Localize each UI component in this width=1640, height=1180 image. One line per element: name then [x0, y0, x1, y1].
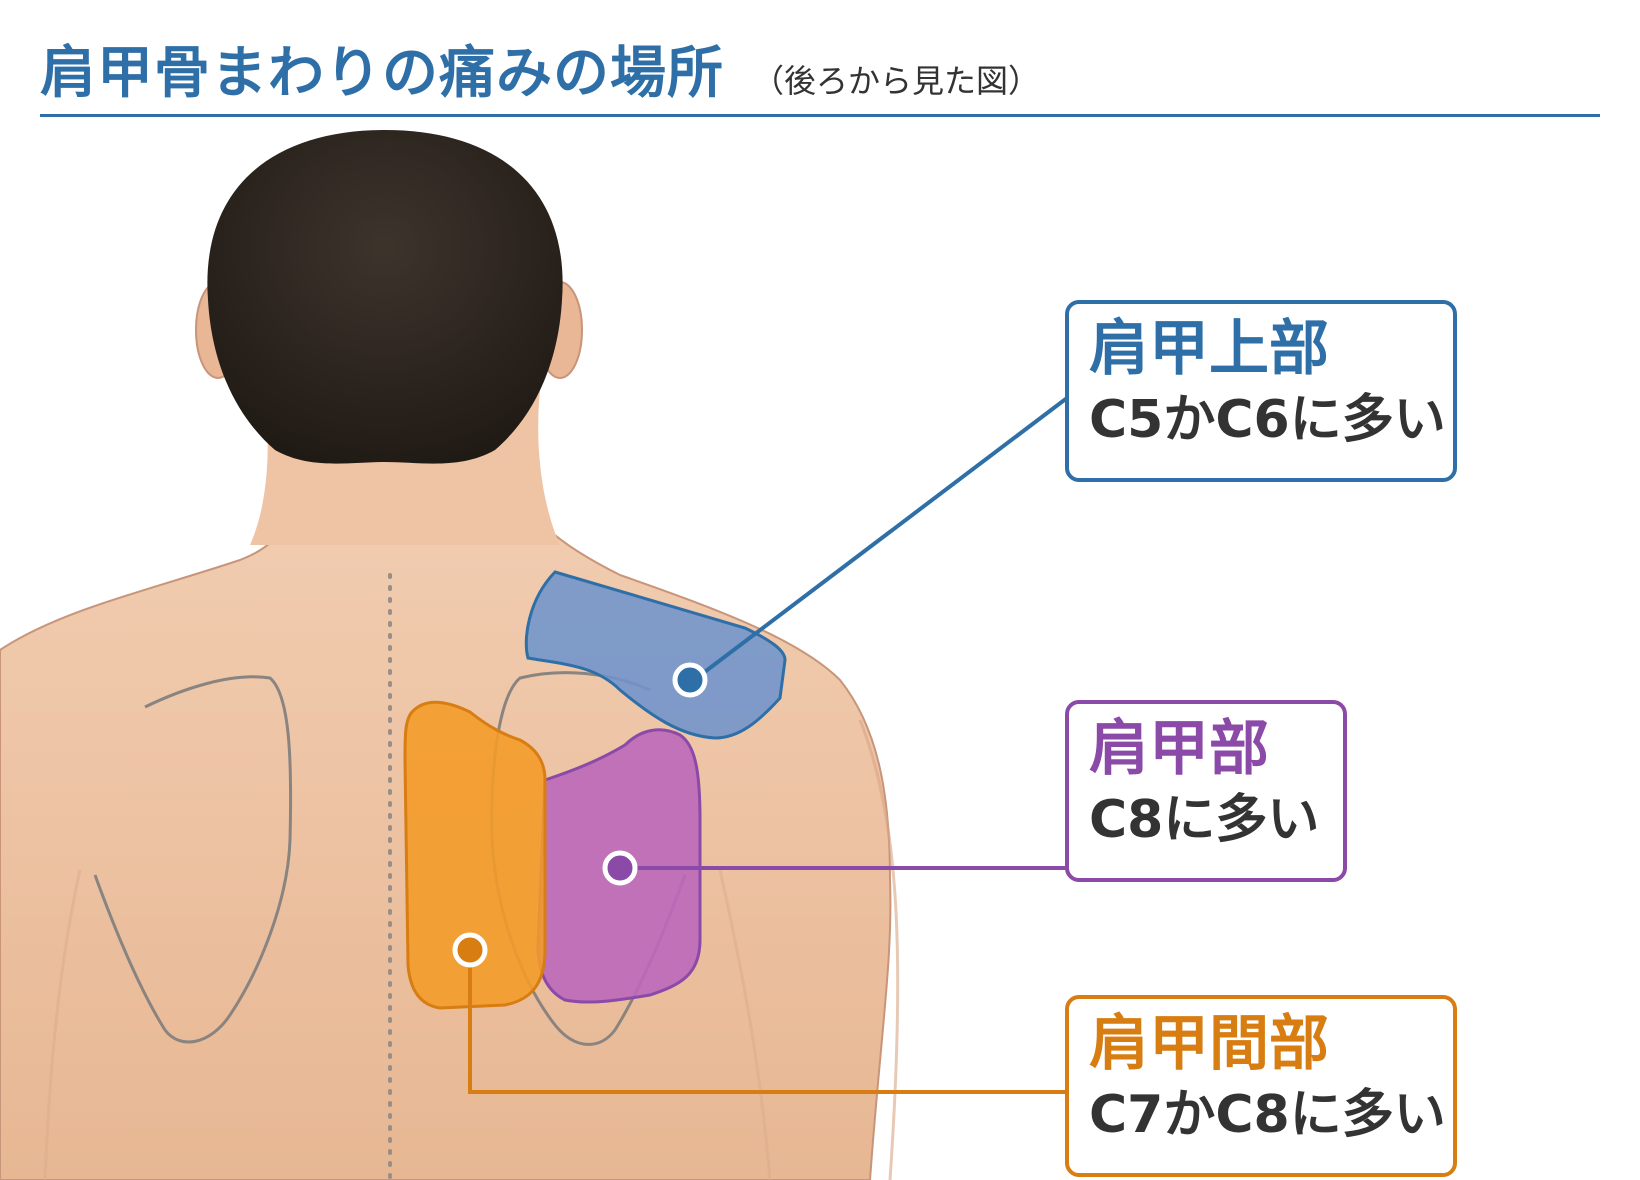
leader-upper	[692, 396, 1069, 682]
callout-scapular: 肩甲部 C8に多い	[1065, 700, 1347, 882]
marker-interscapular	[452, 932, 488, 968]
left-scapula-outline	[93, 675, 293, 1044]
callout-interscapular-description: C7かC8に多い	[1089, 1085, 1446, 1145]
callout-upper: 肩甲上部 C5かC6に多い	[1065, 300, 1457, 482]
leader-interscapular	[468, 950, 1067, 1094]
head-hair	[207, 130, 563, 464]
header: 肩甲骨まわりの痛みの場所 （後ろから見た図）	[40, 28, 1600, 118]
callout-interscapular: 肩甲間部 C7かC8に多い	[1065, 995, 1457, 1177]
callout-interscapular-label: 肩甲間部	[1089, 1009, 1329, 1079]
header-divider	[40, 114, 1600, 117]
page-subtitle: （後ろから見た図）	[752, 62, 1041, 100]
region-upper-area	[524, 570, 787, 740]
page-title: 肩甲骨まわりの痛みの場所	[40, 41, 724, 106]
marker-upper	[672, 662, 708, 698]
region-interscapular-area	[403, 700, 547, 1010]
callout-scapular-label: 肩甲部	[1089, 714, 1269, 784]
marker-scapular	[602, 850, 638, 886]
callout-scapular-description: C8に多い	[1089, 790, 1320, 850]
callout-upper-description: C5かC6に多い	[1089, 390, 1446, 450]
callout-upper-label: 肩甲上部	[1089, 314, 1329, 384]
